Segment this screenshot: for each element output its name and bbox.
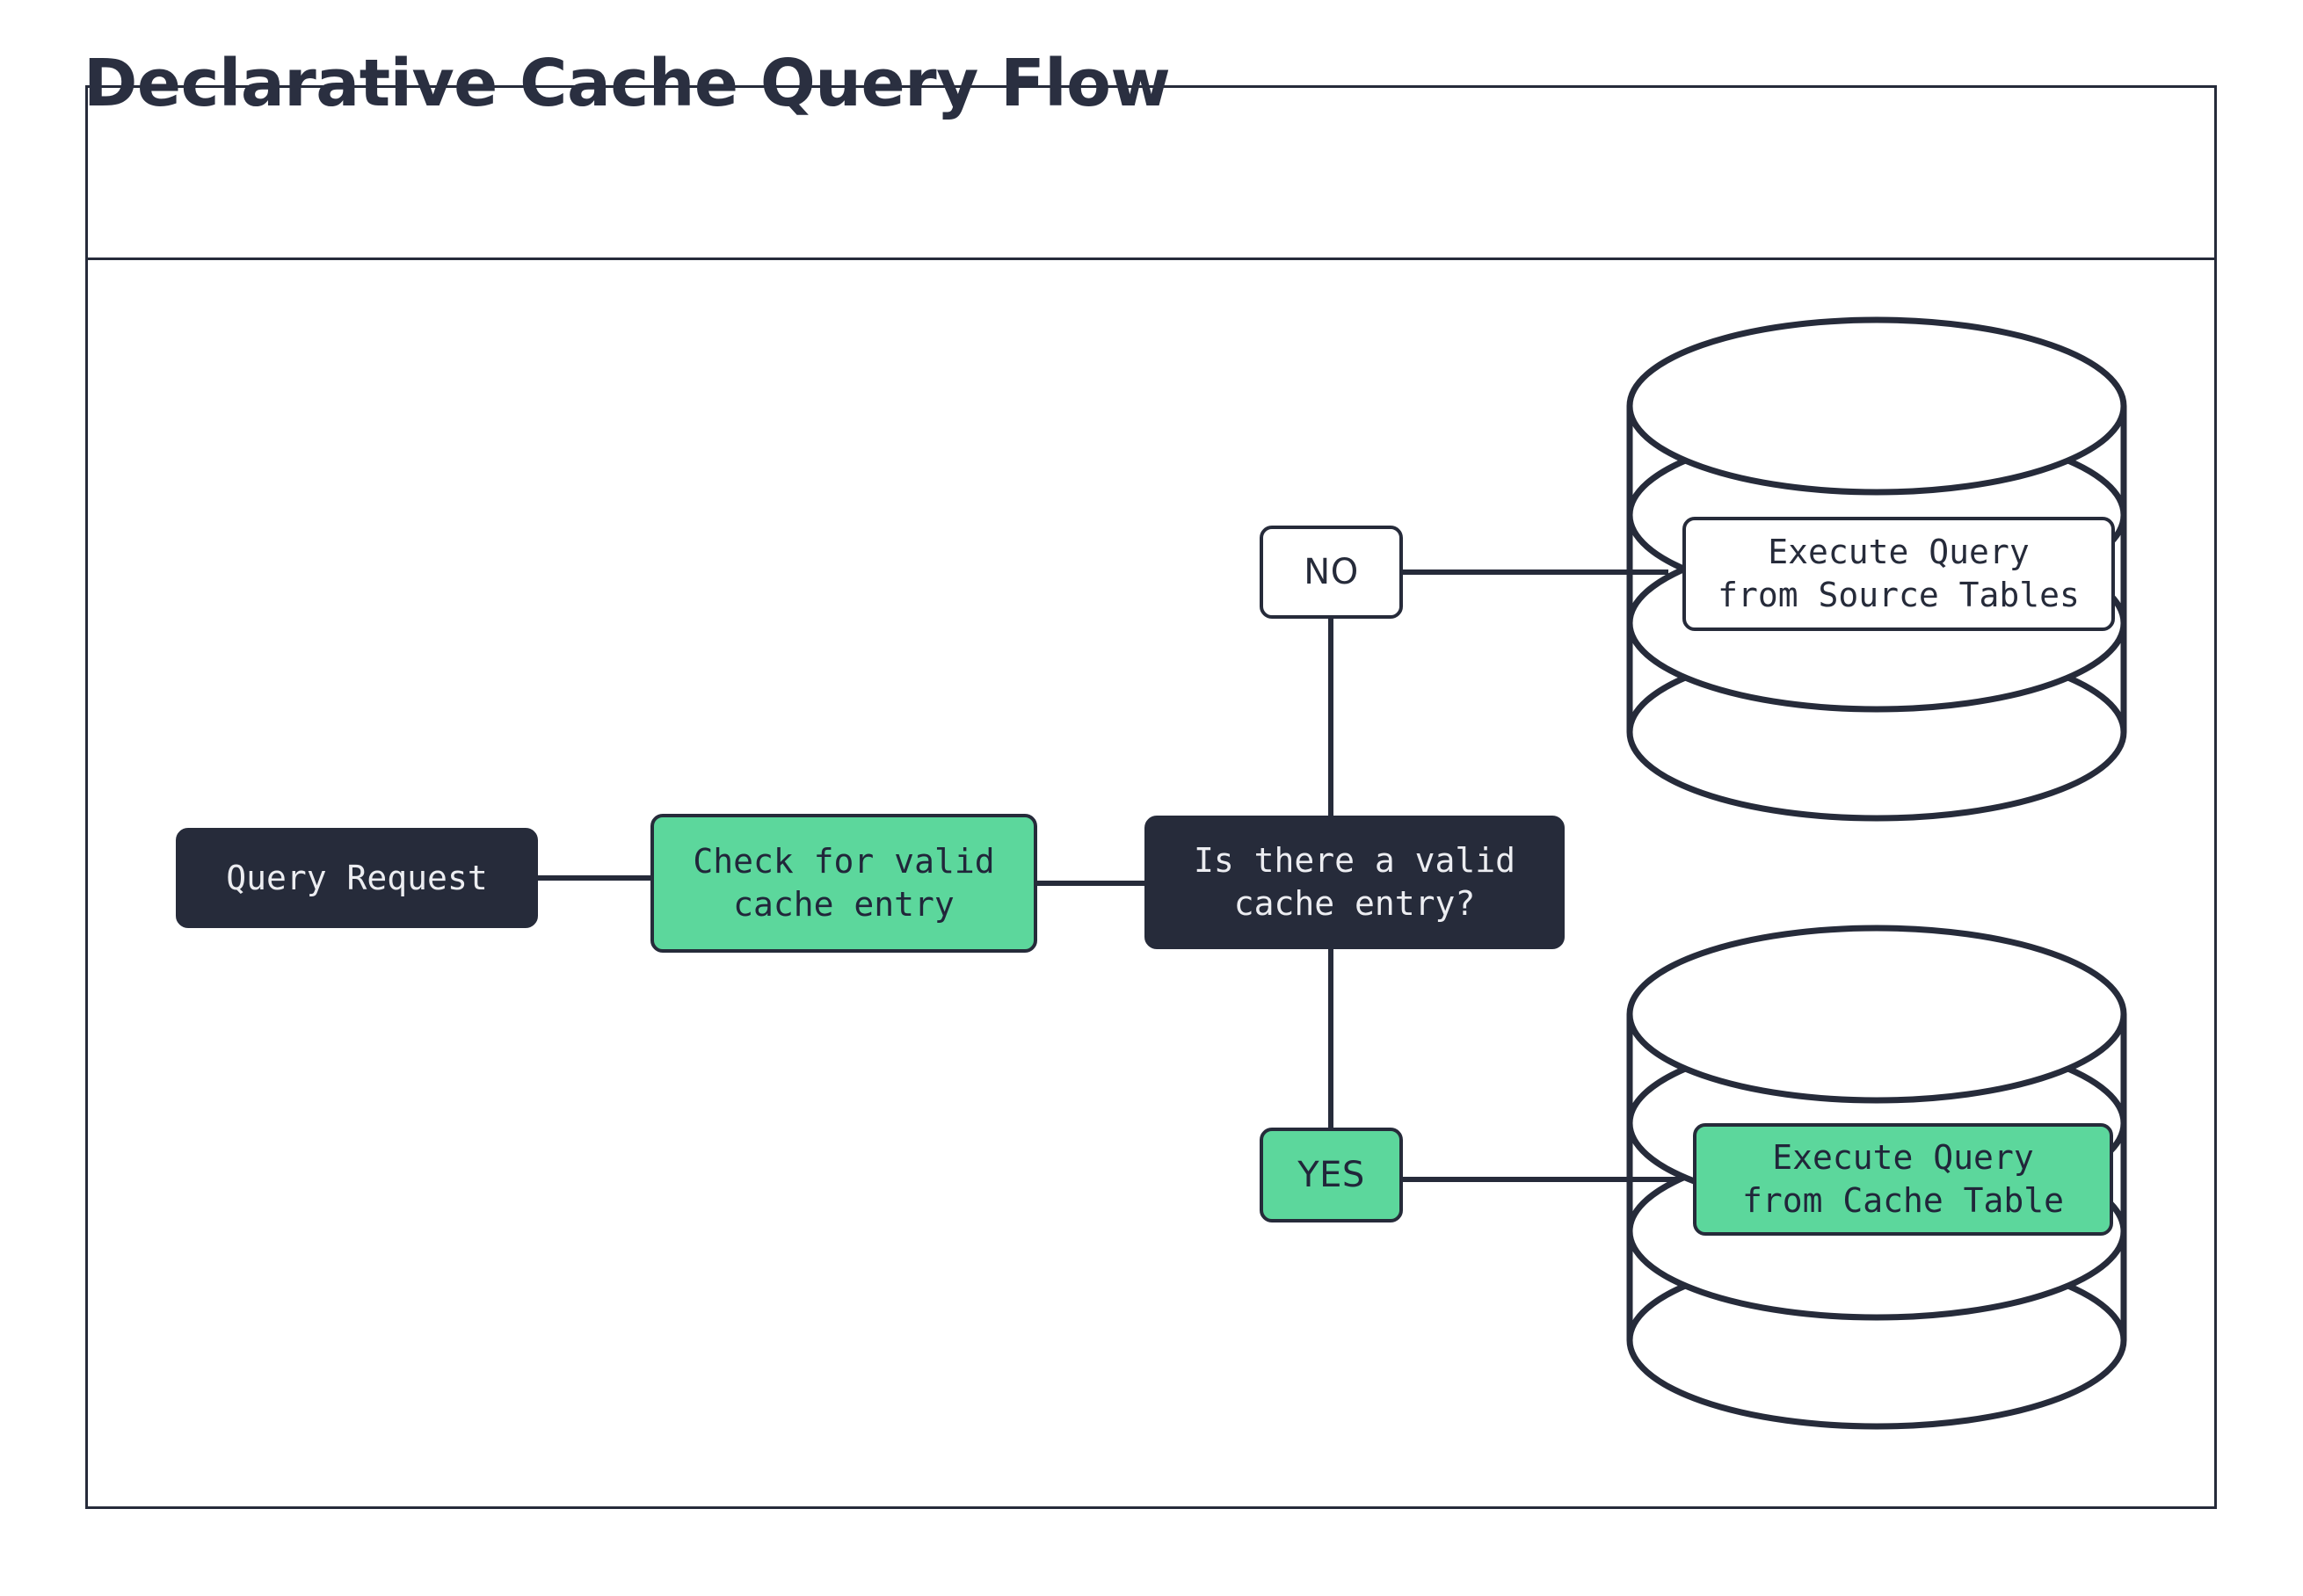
diagram-header [88, 88, 2214, 260]
page-title: Declarative Cache Query Flow [84, 46, 1171, 121]
node-decision-valid-cache-entry[interactable]: Is there a valid cache entry? [1144, 816, 1565, 949]
branch-label-yes[interactable]: YES [1260, 1128, 1403, 1222]
node-execute-query-from-source-tables[interactable]: Execute Query from Source Tables [1682, 517, 2115, 631]
node-query-request[interactable]: Query Request [176, 828, 538, 928]
branch-label-no[interactable]: NO [1260, 526, 1403, 619]
node-check-for-valid-cache-entry[interactable]: Check for valid cache entry [650, 814, 1037, 953]
node-execute-query-from-cache-table[interactable]: Execute Query from Cache Table [1693, 1123, 2113, 1236]
